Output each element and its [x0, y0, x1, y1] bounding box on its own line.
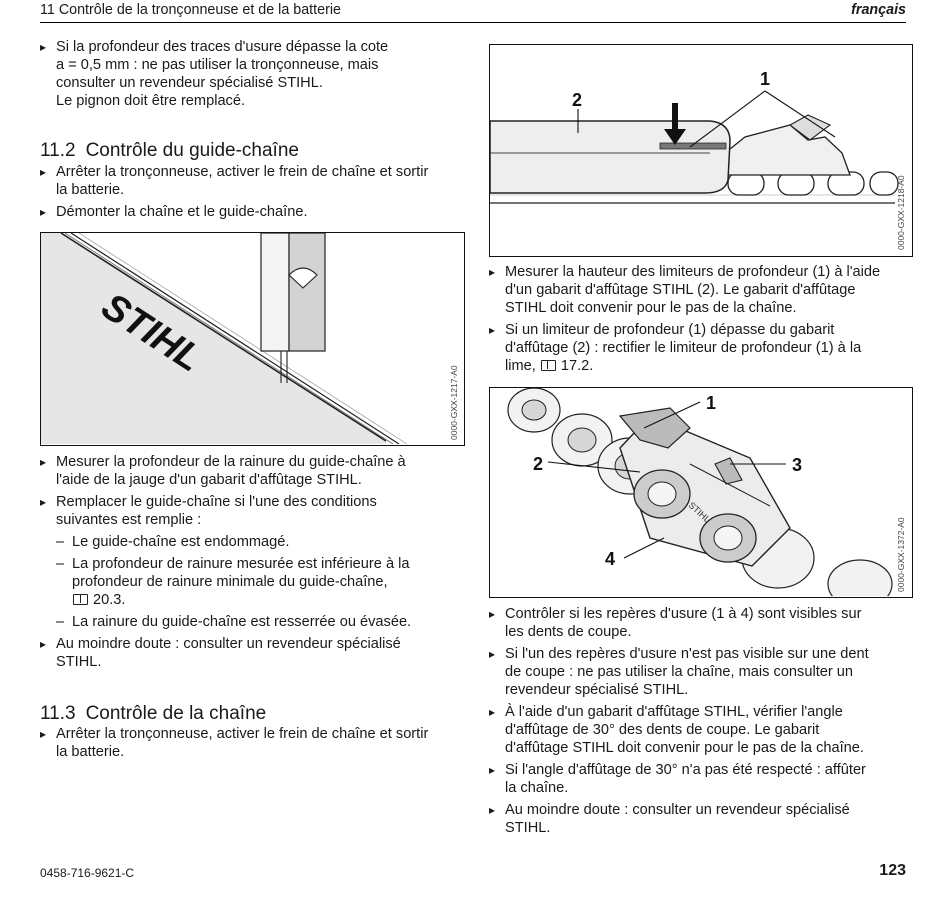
figure-depth-gauge: 2 1 0000-GXX-1218-A0: [489, 44, 913, 257]
section-11-2-steps-bottom: Mesurer la profondeur de la rainure du g…: [40, 453, 465, 675]
intro-block: Si la profondeur des traces d'usure dépa…: [40, 38, 465, 114]
section-11-2-steps-top: Arrêter la tronçonneuse, activer le frei…: [40, 163, 465, 225]
figure-code: 0000-GXX-1218-A0: [896, 175, 906, 250]
callout-1: 1: [706, 393, 716, 413]
step-wear-mark-missing: Si l'un des repères d'usure n'est pas vi…: [489, 645, 909, 699]
depth-gauge-illustration: 2 1 0000-GXX-1218-A0: [490, 69, 906, 250]
step-doubt-dealer-chain: Au moindre doute : consulter un revendeu…: [489, 801, 909, 837]
figure-code: 0000-GXX-1372-A0: [896, 517, 906, 592]
page-number: 123: [879, 862, 906, 879]
step-check-angle: À l'aide d'un gabarit d'affûtage STIHL, …: [489, 703, 909, 757]
step-stop-saw-chain: Arrêter la tronçonneuse, activer le frei…: [40, 725, 465, 761]
callout-4: 4: [605, 549, 615, 569]
step-stop-saw: Arrêter la tronçonneuse, activer le frei…: [40, 163, 465, 199]
guide-bar-illustration: STIHL 0000-GXX-1217-A0: [41, 233, 459, 444]
step-check-wear-marks: Contrôler si les repères d'usure (1 à 4)…: [489, 605, 909, 641]
step-replace-bar: Remplacer le guide-chaîne si l'une des c…: [40, 493, 465, 529]
book-reference-icon: [540, 360, 556, 371]
callout-1: 1: [760, 69, 770, 89]
callout-2: 2: [533, 454, 543, 474]
step-doubt-dealer: Au moindre doute : consulter un revendeu…: [40, 635, 465, 671]
header-section-title: 11 Contrôle de la tronçonneuse et de la …: [40, 2, 341, 18]
step-measure-groove: Mesurer la profondeur de la rainure du g…: [40, 453, 465, 489]
figure-guide-bar: STIHL 0000-GXX-1217-A0: [40, 232, 465, 446]
book-reference-icon: [73, 594, 88, 605]
figure-wear-marks: STIHL 1 2 3 4 0000-GXX-1372-A0: [489, 387, 913, 598]
condition-groove-depth: La profondeur de rainure mesurée est inf…: [40, 555, 465, 609]
header-language: français: [851, 2, 906, 18]
callout-3: 3: [792, 455, 802, 475]
condition-groove-shape: La rainure du guide-chaîne est resserrée…: [40, 613, 465, 631]
step-file-depth-limiter: Si un limiteur de profondeur (1) dépasse…: [489, 321, 909, 375]
step-remove-chain: Démonter la chaîne et le guide-chaîne.: [40, 203, 465, 221]
intro-bullet: Si la profondeur des traces d'usure dépa…: [40, 38, 465, 110]
figure-code: 0000-GXX-1217-A0: [449, 365, 459, 440]
step-measure-depth-limiter: Mesurer la hauteur des limiteurs de prof…: [489, 263, 909, 317]
section-11-3-steps: Arrêter la tronçonneuse, activer le frei…: [40, 725, 465, 765]
right-steps-top: Mesurer la hauteur des limiteurs de prof…: [489, 263, 909, 379]
condition-damaged: Le guide-chaîne est endommagé.: [40, 533, 465, 551]
wear-marks-illustration: STIHL 1 2 3 4 0000-GXX-1372-A0: [507, 388, 906, 596]
callout-2: 2: [572, 90, 582, 110]
right-steps-bottom: Contrôler si les repères d'usure (1 à 4)…: [489, 605, 909, 841]
doc-number: 0458-716-9621-C: [40, 866, 135, 880]
step-sharpen-chain: Si l'angle d'affûtage de 30° n'a pas été…: [489, 761, 909, 797]
page-header: 11 Contrôle de la tronçonneuse et de la …: [40, 0, 906, 23]
